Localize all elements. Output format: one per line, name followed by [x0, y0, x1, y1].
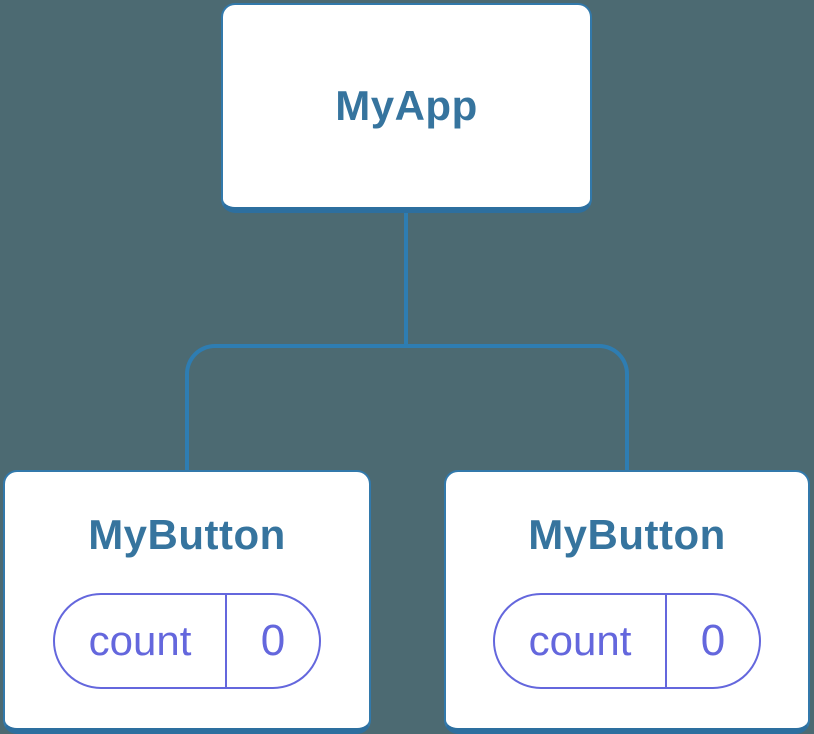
tree-node-root: MyApp: [221, 3, 592, 213]
state-value: 0: [700, 616, 726, 666]
child-node-label: MyButton: [88, 510, 286, 558]
child-node-label: MyButton: [528, 510, 726, 558]
root-node-label: MyApp: [335, 81, 478, 129]
state-value: 0: [260, 616, 286, 666]
state-key-label: count: [495, 595, 667, 688]
state-pill: count 0: [493, 593, 761, 690]
state-key-label: count: [55, 595, 227, 688]
state-pill: count 0: [53, 593, 321, 690]
connector-branch: [185, 344, 629, 470]
connector-stem: [404, 213, 408, 348]
tree-node-child-1: MyButton count 0: [3, 470, 371, 734]
tree-node-child-2: MyButton count 0: [444, 470, 810, 734]
